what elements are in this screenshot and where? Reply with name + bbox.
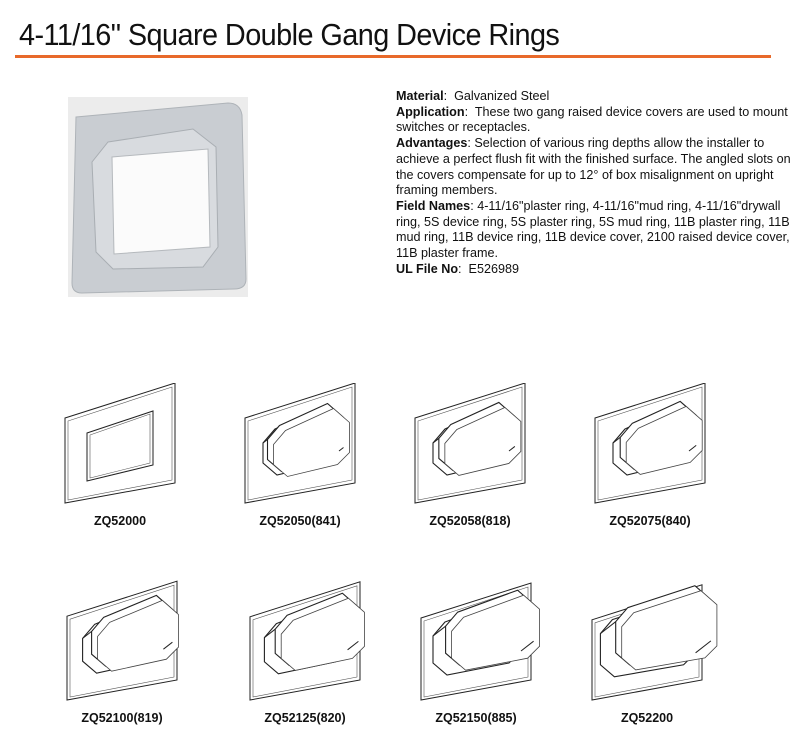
product-model: ZQ52058(818)	[429, 514, 511, 528]
device-ring-drawing	[591, 584, 718, 701]
device-ring-drawing	[66, 580, 179, 701]
product-item: ZQ52200	[562, 570, 732, 725]
product-item: ZQ52100(819)	[37, 570, 207, 725]
product-model: ZQ52200	[620, 711, 674, 725]
device-ring-drawing	[414, 383, 526, 504]
product-item: ZQ52125(820)	[220, 570, 390, 725]
product-item: ZQ52000	[35, 383, 205, 533]
product-model: ZQ52075(840)	[609, 514, 691, 528]
product-model: ZQ52050(841)	[259, 514, 341, 528]
device-ring-drawing	[64, 383, 176, 504]
ul-file-value: E526989	[468, 261, 519, 276]
application-value: These two gang raised device covers are …	[396, 104, 788, 135]
material-label: Material	[396, 89, 444, 103]
application-label: Application	[396, 104, 465, 119]
product-model: ZQ52000	[93, 514, 147, 528]
title-underline	[15, 55, 771, 58]
product-item: ZQ52150(885)	[391, 570, 561, 725]
product-model: ZQ52150(885)	[435, 711, 517, 725]
material-value: Galvanized Steel	[454, 89, 550, 103]
device-ring-drawing	[244, 383, 356, 504]
advantages-value: Selection of various ring depths allow t…	[396, 136, 791, 198]
device-ring-drawing	[420, 582, 540, 701]
product-item: ZQ52058(818)	[385, 383, 555, 533]
ul-file-label: UL File No	[396, 261, 459, 276]
field-names-value: 4-11/16"plaster ring, 4-11/16"mud ring, …	[396, 198, 790, 261]
page-title: 4-11/16" Square Double Gang Device Rings	[19, 17, 560, 52]
product-model: ZQ52125(820)	[264, 711, 346, 725]
product-item: ZQ52050(841)	[215, 383, 385, 533]
field-names-label: Field Names	[396, 198, 471, 213]
product-model: ZQ52100(819)	[81, 711, 163, 725]
specifications: Material: Galvanized Steel Application: …	[396, 89, 791, 276]
device-ring-drawing	[249, 581, 365, 701]
advantages-label: Advantages	[396, 136, 468, 151]
product-photo	[68, 97, 248, 297]
device-ring-drawing	[594, 383, 706, 504]
product-item: ZQ52075(840)	[565, 383, 735, 533]
